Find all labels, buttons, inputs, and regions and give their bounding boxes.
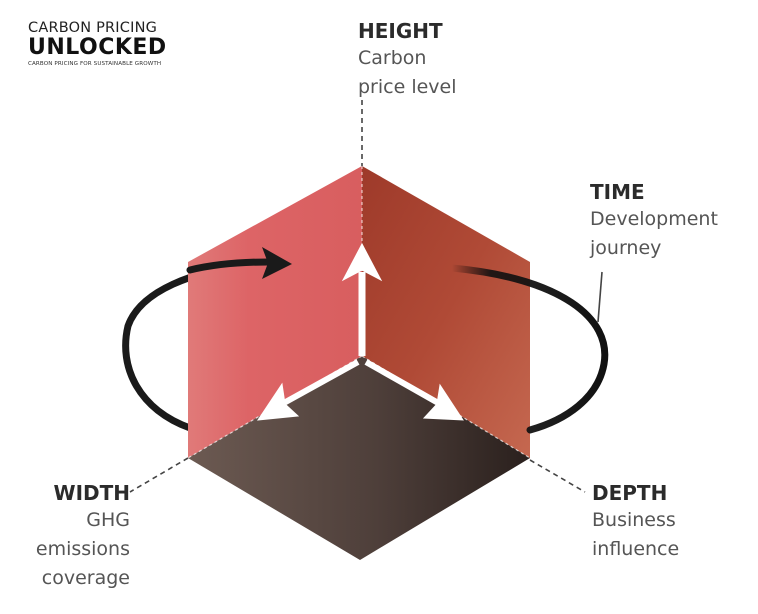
cube-right-face [362, 166, 530, 458]
time-desc-line1: Development [590, 208, 718, 230]
depth-heading: DEPTH [592, 481, 668, 505]
depth-axis-line [529, 459, 586, 493]
rotation-ring-arrow-stroke [186, 258, 272, 274]
axis-arrows [256, 242, 464, 421]
depth-desc-line1: Business [592, 509, 676, 531]
time-desc-line2: journey [590, 237, 662, 259]
time-label: TIME Development journey [590, 179, 718, 263]
depth-desc-line2: influence [592, 538, 680, 560]
arrow-right [422, 383, 464, 421]
width-label: WIDTH GHG emissions coverage [0, 480, 130, 593]
time-axis-line [597, 271, 603, 323]
width-axis-line [129, 457, 189, 493]
height-desc-line1: Carbon [358, 47, 427, 69]
time-heading: TIME [590, 180, 645, 204]
cube-left-face [188, 166, 362, 458]
width-desc-line2: emissions [35, 538, 130, 560]
arrow-left [256, 382, 300, 421]
arrow-up [341, 242, 383, 282]
logo-line1: CARBON PRICING [28, 20, 158, 36]
width-heading: WIDTH [53, 481, 130, 505]
height-label: HEIGHT Carbon price level [358, 18, 457, 102]
rotation-arrowhead [262, 247, 292, 279]
carbon-pricing-unlocked-logo: CARBON PRICING UNLOCKED CARBON PRICING F… [28, 20, 188, 68]
height-desc-line2: price level [358, 76, 457, 98]
width-desc-line1: GHG [86, 509, 130, 531]
logo-line2: UNLOCKED [28, 35, 167, 60]
width-desc-line3: coverage [41, 567, 130, 589]
depth-label: DEPTH Business influence [592, 480, 679, 564]
height-heading: HEIGHT [358, 19, 443, 43]
rotation-ring-right [448, 264, 609, 434]
inner-edge-left [187, 355, 363, 459]
logo-tagline: CARBON PRICING FOR SUSTAINABLE GROWTH [28, 61, 162, 67]
